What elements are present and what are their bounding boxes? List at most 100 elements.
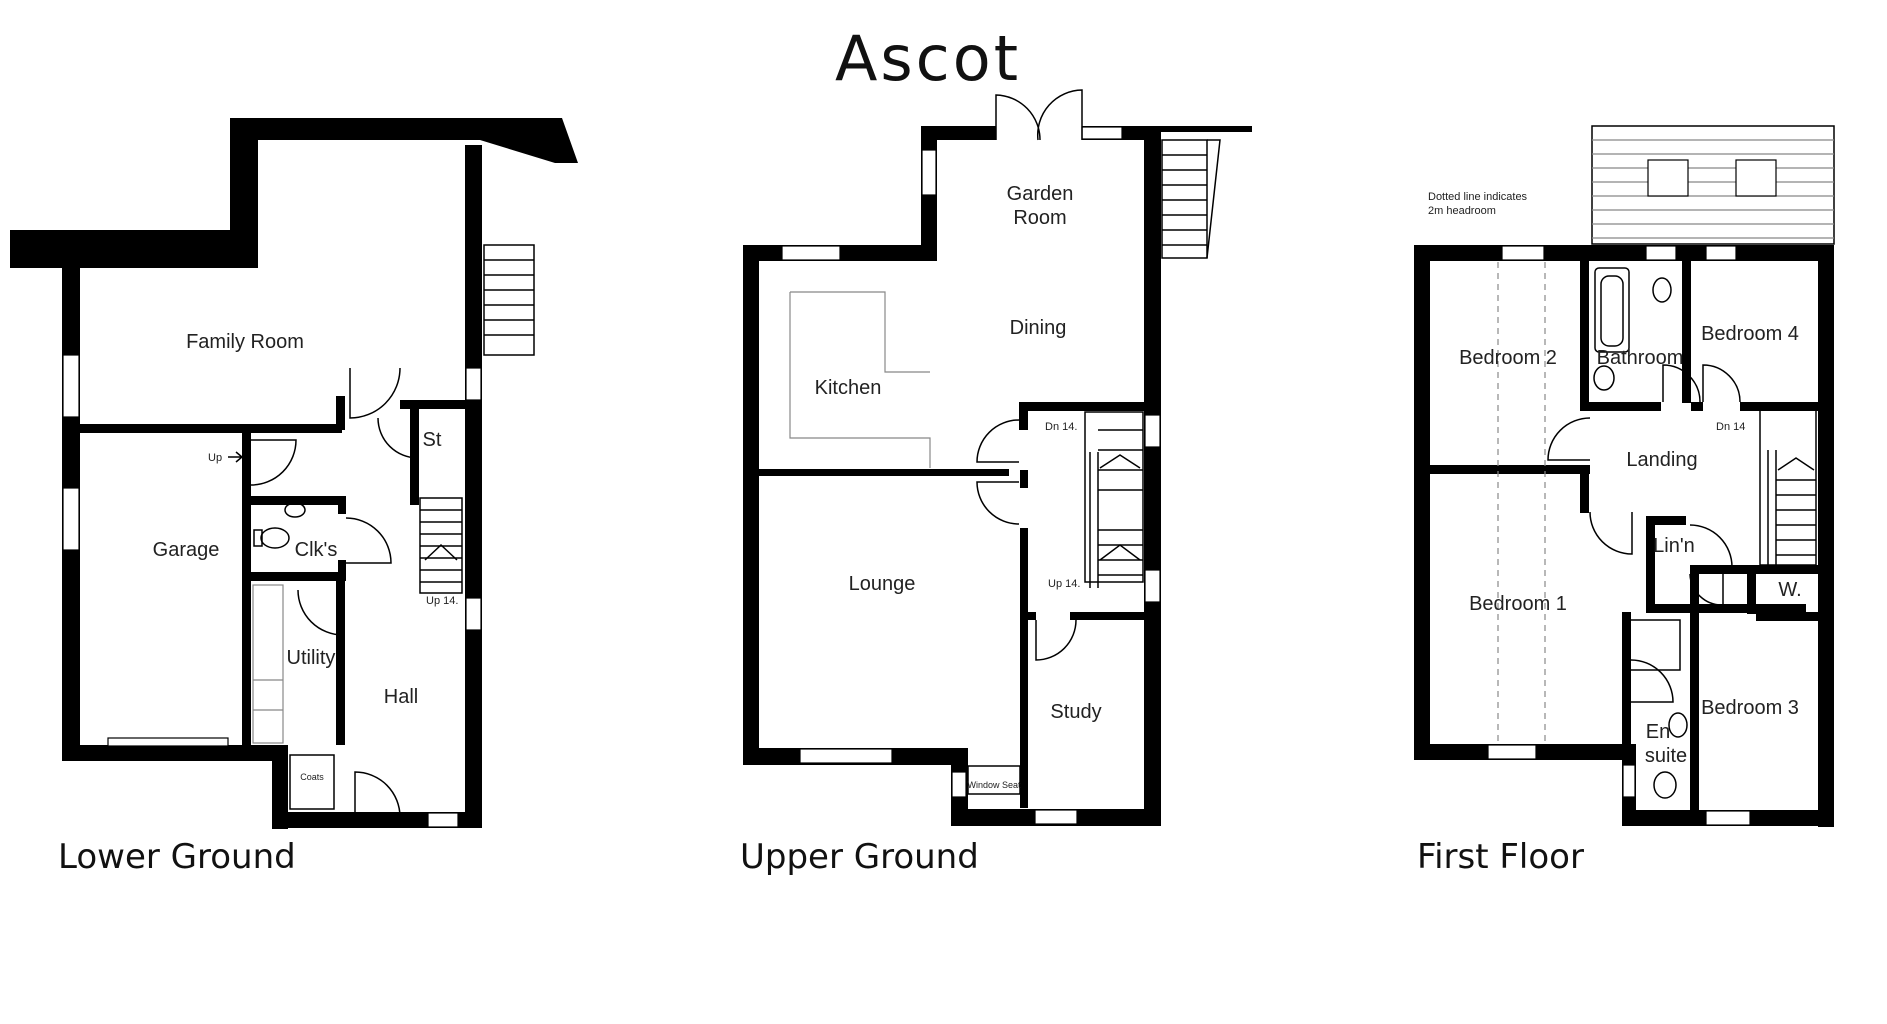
first-ensuite-west-wall: [1622, 612, 1631, 744]
first-window-bed3: [1705, 810, 1751, 826]
lower-coats-wall: [272, 745, 288, 829]
first-bed4-south-wall: [1740, 402, 1818, 411]
lower-south-wall-left: [62, 745, 272, 761]
first-bed1-north-wall: [1430, 465, 1590, 474]
label-st: St: [423, 429, 442, 451]
upper-window-garden-right: [1081, 126, 1123, 140]
lower-basin: [284, 502, 306, 518]
lower-utility-east-wall: [336, 581, 345, 745]
label-window-seat: Window Seat: [967, 780, 1021, 790]
lower-st-west-wall: [410, 409, 419, 505]
label-bedroom-4: Bedroom 4: [1701, 323, 1799, 345]
first-bathtub: [1594, 267, 1630, 353]
first-bed1-east-stub: [1580, 465, 1589, 513]
upper-study-north-wall: [1070, 612, 1144, 620]
label-garden-room-2: Room: [1013, 207, 1066, 229]
lower-north-wall: [10, 118, 578, 268]
first-door-ensuite: [1630, 659, 1674, 703]
first-window-bed2: [1501, 245, 1545, 261]
label-clks: Clk's: [295, 539, 338, 561]
upper-ground-floor: Garden Room Dining Kitchen Lounge Study …: [740, 89, 1252, 877]
label-lounge: Lounge: [849, 573, 916, 595]
first-window-bed4: [1705, 245, 1737, 261]
label-bedroom-2: Bedroom 2: [1459, 347, 1557, 369]
first-ensuite-basin: [1668, 712, 1688, 738]
first-window-ensuite: [1622, 764, 1636, 798]
plan-title: Ascot: [835, 22, 1021, 95]
lower-garage-door: [107, 737, 229, 747]
lower-door-clks: [345, 517, 392, 564]
upper-kitchen-units-top: [790, 291, 930, 373]
label-w: W.: [1778, 579, 1801, 601]
floor-label-first-floor: First Floor: [1417, 837, 1584, 877]
upper-door-lounge: [976, 481, 1020, 525]
first-linen-north-wall: [1646, 516, 1686, 525]
lower-door-utility: [297, 589, 344, 636]
upper-window-seat: [951, 771, 967, 798]
lower-door-family: [349, 367, 401, 419]
upper-garden-north-wall-left: [921, 126, 996, 140]
lower-clks-east-stub2: [338, 560, 346, 580]
lower-ground-floor: Family Room Garage Clk's Utility Hall St…: [10, 118, 578, 877]
upper-window-lounge: [799, 748, 893, 764]
lower-clks-south-wall: [251, 572, 346, 581]
first-linen-west-wall: [1646, 516, 1655, 612]
first-door-linen: [1689, 524, 1733, 568]
lower-door-front: [354, 771, 401, 818]
label-garden-room-1: Garden: [1007, 183, 1074, 205]
upper-window-stair2: [1144, 569, 1161, 603]
label-bedroom-3: Bedroom 3: [1701, 697, 1799, 719]
upper-window-kitchen: [781, 245, 841, 261]
upper-door-study: [1035, 619, 1077, 661]
upper-west-wall: [743, 245, 759, 765]
label-kitchen: Kitchen: [815, 377, 882, 399]
label-coats: Coats: [300, 772, 324, 782]
first-w-north-wall: [1690, 565, 1818, 574]
first-shower: [1624, 619, 1681, 671]
label-bedroom-1: Bedroom 1: [1469, 593, 1567, 615]
lower-window-east1: [465, 367, 482, 401]
label-family-room: Family Room: [186, 331, 304, 353]
note-line-2: 2m headroom: [1428, 205, 1496, 217]
first-w-south-wall: [1756, 612, 1818, 621]
lower-window-east2: [465, 597, 482, 631]
upper-hall-north-wall: [1019, 402, 1144, 411]
first-bed3-west-wall: [1690, 612, 1699, 810]
upper-lounge-east-wall: [1020, 528, 1028, 808]
lower-clks-north-wall: [251, 496, 346, 505]
note-line-1: Dotted line indicates: [1428, 191, 1528, 203]
upper-window-stair1: [1144, 414, 1161, 448]
floor-label-lower-ground: Lower Ground: [58, 837, 296, 877]
label-landing: Landing: [1626, 449, 1697, 471]
lower-door-st: [377, 417, 419, 459]
lower-door-garage: [250, 439, 297, 486]
upper-window-study: [1034, 809, 1078, 825]
label-hall: Hall: [384, 686, 418, 708]
label-lower-stairs-up: Up 14.: [426, 595, 458, 607]
floor-label-upper-ground: Upper Ground: [740, 837, 979, 877]
label-ensuite-1: En: [1646, 721, 1670, 743]
upper-door-kitchen: [976, 419, 1020, 463]
lower-wc: [260, 527, 290, 549]
first-door-bath: [1662, 364, 1701, 403]
label-bathroom: Bathroom: [1597, 347, 1684, 369]
first-bath-south-wall: [1589, 402, 1661, 411]
label-up-arrow: Up: [208, 452, 222, 464]
label-study: Study: [1050, 701, 1101, 723]
first-door-w: [1689, 573, 1724, 606]
first-bath-wc: [1652, 277, 1672, 303]
upper-external-steps: [1161, 126, 1252, 259]
lower-garage-east-wall: [242, 433, 251, 745]
label-ensuite-2: suite: [1645, 745, 1687, 767]
first-bath-basin: [1593, 365, 1615, 391]
first-stairs: [1759, 409, 1817, 566]
first-door-bed4: [1702, 364, 1741, 403]
upper-french-door-left: [995, 94, 1041, 141]
first-bath-east-wall: [1682, 245, 1691, 403]
upper-east-wall: [1144, 126, 1161, 826]
lower-st-north-wall: [400, 400, 465, 409]
lower-stairs: [419, 497, 463, 594]
lower-utility-worktop: [252, 584, 284, 744]
label-linen: Lin'n: [1653, 535, 1695, 557]
lower-garage-north-wall: [80, 424, 342, 433]
